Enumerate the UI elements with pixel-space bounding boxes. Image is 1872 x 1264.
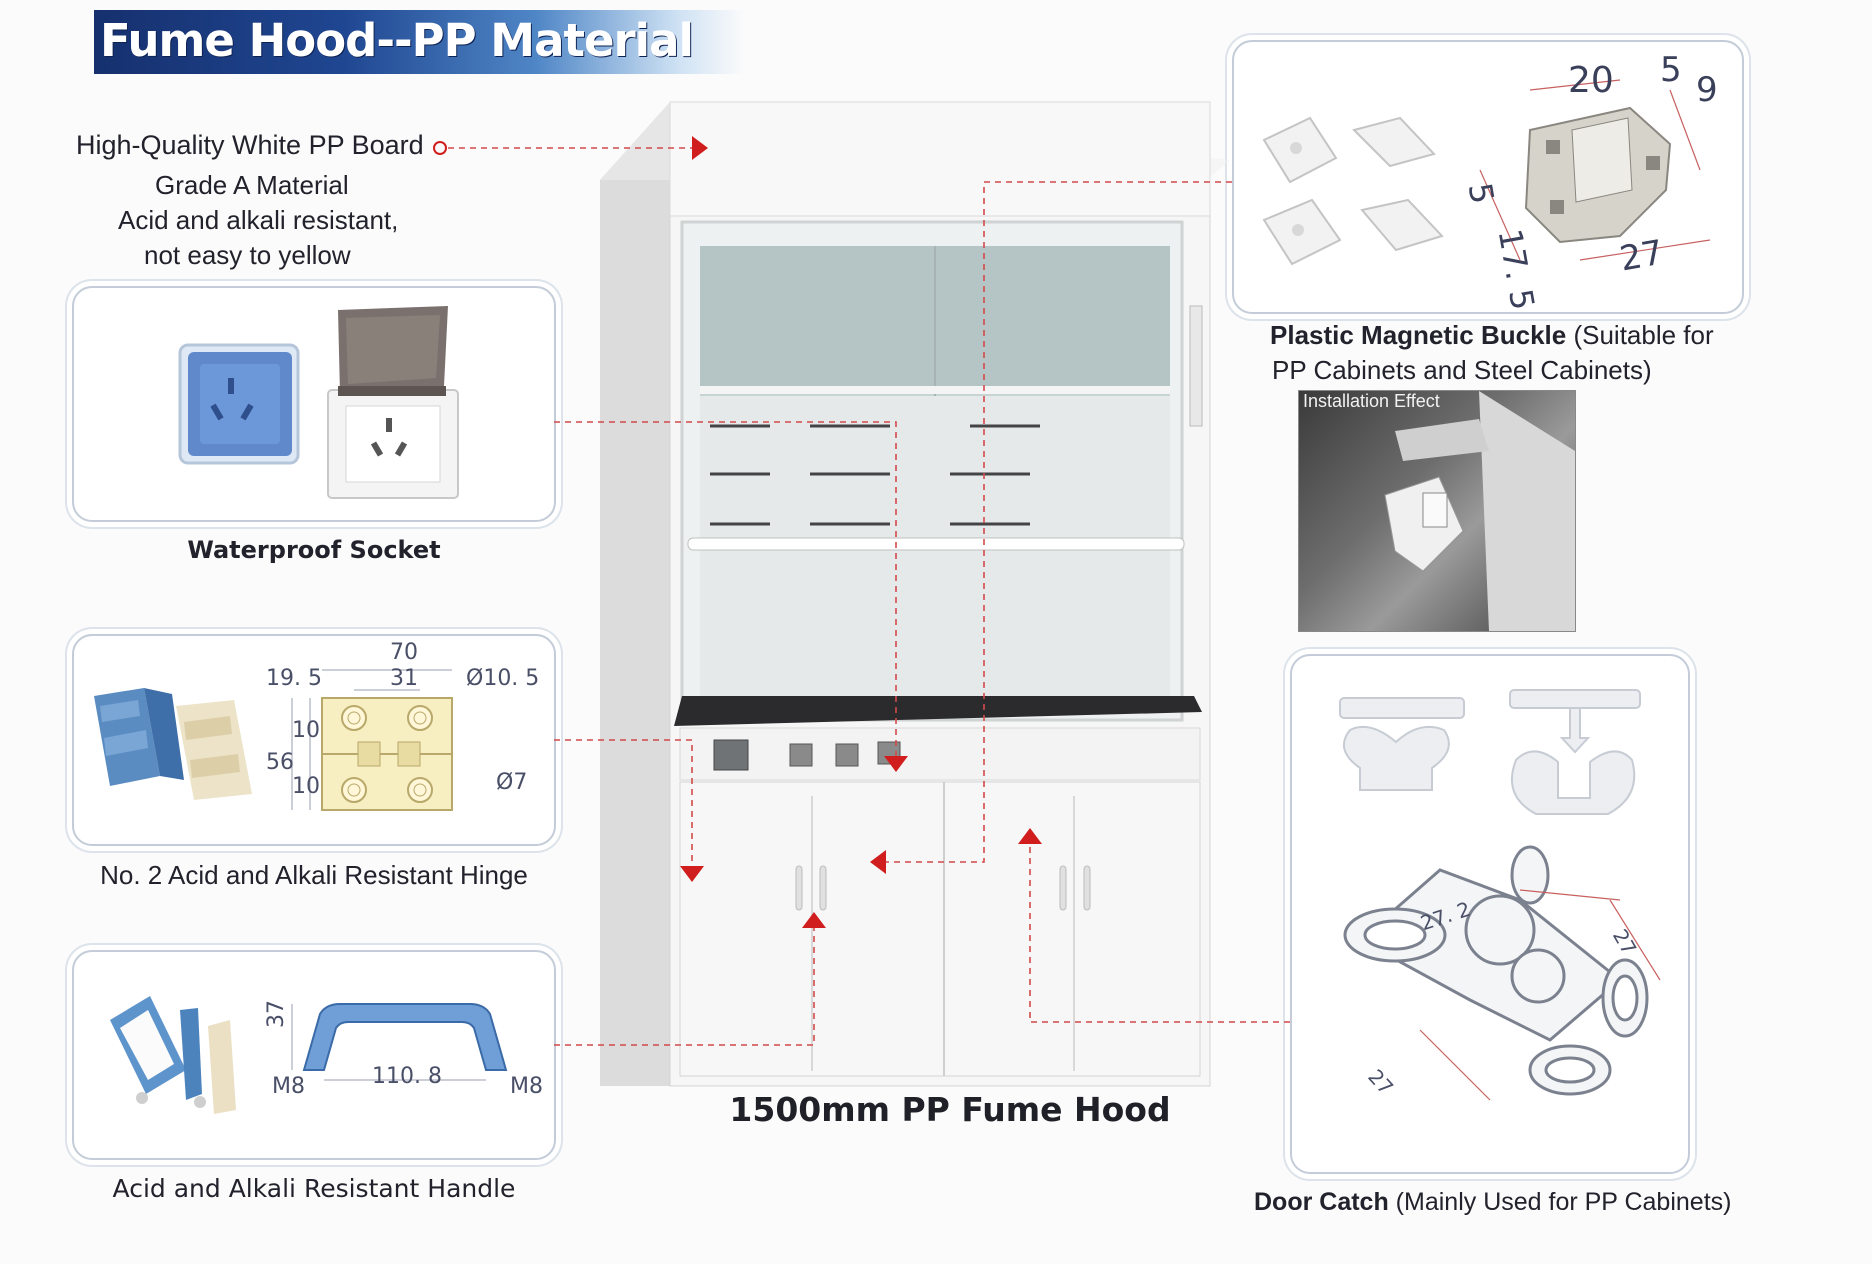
arrow-door-catch xyxy=(1018,828,1042,844)
door-catch-top-bar-icon xyxy=(1339,697,1465,719)
blue-socket-icon xyxy=(178,343,300,465)
handle-dim-m8-left: M8 xyxy=(272,1074,305,1099)
white-socket-icon xyxy=(327,306,459,499)
install-effect-photo: Installation Effect xyxy=(1298,390,1576,632)
hinge-dim-70: 70 xyxy=(390,640,418,665)
pp-board-line2: Acid and alkali resistant, xyxy=(118,205,399,235)
socket-image xyxy=(178,306,459,499)
hinge-dim-diameter-7: Ø7 xyxy=(496,770,528,795)
hinge-dim-19-5: 19. 5 xyxy=(266,666,322,691)
cream-handle-icon xyxy=(208,1020,236,1114)
handle-drawing xyxy=(291,1003,508,1081)
hinge-dim-10-bottom: 10 xyxy=(292,774,320,799)
title-banner xyxy=(94,10,744,74)
door-catch-caption: Door Catch (Mainly Used for PP Cabinets) xyxy=(1254,1188,1731,1217)
blue-handle-icon xyxy=(110,996,202,1100)
buckle-dim-9: 9 xyxy=(1696,70,1718,110)
hinge-photo xyxy=(94,688,252,800)
door-catch-drawing xyxy=(1339,689,1661,1101)
buckle-plate-icon xyxy=(1360,198,1444,252)
hinge-dim-31: 31 xyxy=(390,666,418,691)
hinge-caption: No. 2 Acid and Alkali Resistant Hinge xyxy=(100,860,528,890)
socket-caption: Waterproof Socket xyxy=(187,536,441,564)
door-catch-caption-rest: (Mainly Used for PP Cabinets) xyxy=(1388,1188,1732,1216)
door-catch-clip-icon xyxy=(1342,726,1450,791)
hinge-dim-56: 56 xyxy=(266,750,294,775)
hinge-dim-diameter-10-5: Ø10. 5 xyxy=(466,666,540,691)
fume-hood-illustration xyxy=(600,101,1230,1087)
buckle-dim-20: 20 xyxy=(1568,60,1614,101)
handle-photo xyxy=(110,996,236,1114)
buckle-photo xyxy=(1262,116,1444,266)
buckle-caption-line1: Plastic Magnetic Buckle (Suitable for xyxy=(1270,320,1714,351)
handle-dim-110-8: 110. 8 xyxy=(372,1064,442,1089)
handle-caption: Acid and Alkali Resistant Handle xyxy=(112,1174,516,1203)
buckle-drawing xyxy=(1479,79,1711,261)
pp-board-title: High-Quality White PP Board xyxy=(76,130,424,160)
arrow-socket xyxy=(884,756,908,772)
hinge-drawing xyxy=(291,669,453,811)
arrow-pp-board xyxy=(692,136,708,160)
buckle-caption-bold: Plastic Magnetic Buckle xyxy=(1270,320,1567,350)
arrow-hinge xyxy=(680,866,704,882)
buckle-installed-icon xyxy=(1384,391,1575,631)
door-catch-caption-bold: Door Catch xyxy=(1254,1188,1389,1216)
blue-hinge-icon xyxy=(94,688,184,786)
product-caption: 1500mm PP Fume Hood xyxy=(729,1090,1171,1129)
handle-dim-m8-right: M8 xyxy=(510,1074,543,1099)
pp-board-line3: not easy to yellow xyxy=(144,240,351,270)
page-title: Fume Hood--PP Material xyxy=(100,14,694,67)
pp-board-line1: Grade A Material xyxy=(155,170,349,200)
cream-hinge-icon xyxy=(176,700,252,800)
install-effect-label: Installation Effect xyxy=(1303,391,1440,411)
socket-panel xyxy=(72,286,556,522)
arrow-handle xyxy=(802,912,826,928)
buckle-caption-line2: PP Cabinets and Steel Cabinets) xyxy=(1272,355,1652,385)
arrow-buckle xyxy=(870,850,886,874)
door-catch-3d-icon xyxy=(1343,845,1649,1096)
buckle-plate-icon xyxy=(1352,116,1436,168)
buckle-dim-5: 5 xyxy=(1660,50,1682,90)
buckle-caption-rest: (Suitable for xyxy=(1566,320,1714,350)
hinge-dim-10-top: 10 xyxy=(292,718,320,743)
